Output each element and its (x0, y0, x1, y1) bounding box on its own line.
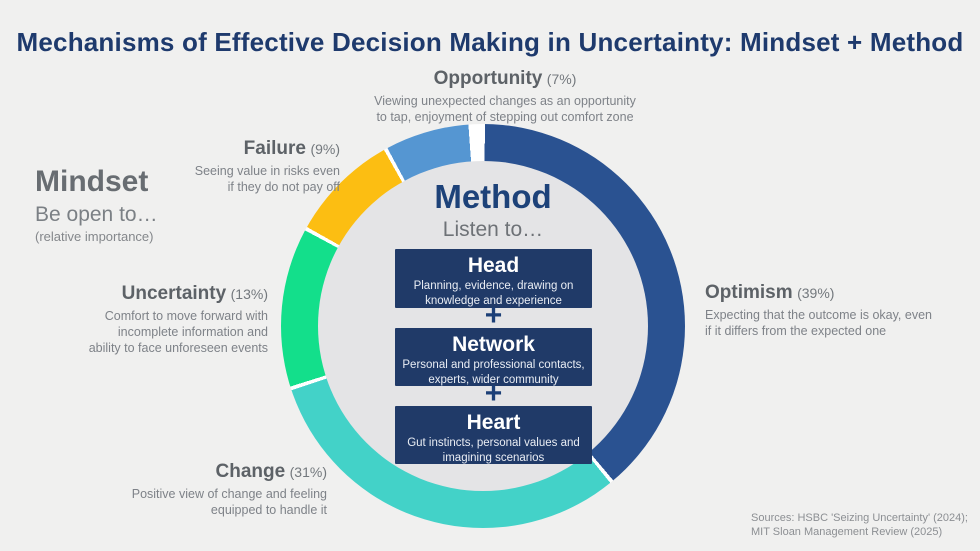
donut-chart (281, 124, 685, 528)
segment-description: Seeing value in risks even if they do no… (194, 164, 340, 194)
method-box-heart-description: Gut instincts, personal values and imagi… (407, 437, 580, 465)
segment-heading: Opportunity (433, 68, 543, 89)
segment-description: Positive view of change and feeling equi… (131, 487, 327, 517)
method-box-head: Head Planning, evidence, drawing on know… (395, 249, 592, 308)
segment-heading: Optimism (705, 282, 793, 303)
mindset-note: (relative importance) (35, 229, 154, 244)
segment-pct: (31%) (289, 464, 327, 480)
segment-label-change: Change (31%) Positive view of change and… (67, 461, 327, 518)
segment-pct: (39%) (797, 285, 835, 301)
segment-label-uncertainty: Uncertainty (13%) Comfort to move forwar… (28, 283, 268, 356)
segment-heading: Failure (243, 138, 306, 159)
method-subheading: Listen to… (442, 218, 544, 241)
method-box-heart-label: Heart (466, 411, 521, 434)
segment-description: Comfort to move forward with incomplete … (88, 309, 268, 355)
method-box-heart: Heart Gut instincts, personal values and… (395, 406, 592, 464)
mindset-block: Mindset Be open to… (relative importance… (35, 165, 245, 244)
method-box-head-label: Head (467, 254, 520, 277)
mindset-heading: Mindset (35, 165, 149, 198)
segment-pct: (9%) (310, 141, 340, 157)
plus-icon: + (484, 299, 503, 332)
method-box-network: Network Personal and professional contac… (395, 328, 592, 386)
segment-description: Expecting that the outcome is okay, even… (705, 308, 932, 338)
method-heading: Method (434, 178, 552, 215)
method-box-head-description: Planning, evidence, drawing on knowledge… (413, 280, 574, 308)
segment-label-failure: Failure (9%) Seeing value in risks even … (110, 138, 340, 195)
segment-pct: (13%) (230, 286, 268, 302)
segment-description: Viewing unexpected changes as an opportu… (374, 94, 636, 124)
segment-heading: Uncertainty (121, 283, 227, 304)
segment-label-optimism: Optimism (39%) Expecting that the outcom… (705, 282, 975, 339)
method-box-network-label: Network (452, 333, 535, 356)
mindset-subheading: Be open to… (35, 203, 158, 226)
page-title: Mechanisms of Effective Decision Making … (16, 27, 964, 57)
method-box-network-description: Personal and professional contacts, expe… (402, 359, 585, 387)
segment-pct: (7%) (546, 71, 577, 87)
plus-icon: + (484, 377, 503, 410)
sources-note: Sources: HSBC 'Seizing Uncertainty' (202… (751, 512, 968, 539)
segment-label-opportunity: Opportunity (7%) Viewing unexpected chan… (340, 68, 670, 125)
segment-heading: Change (215, 461, 286, 482)
